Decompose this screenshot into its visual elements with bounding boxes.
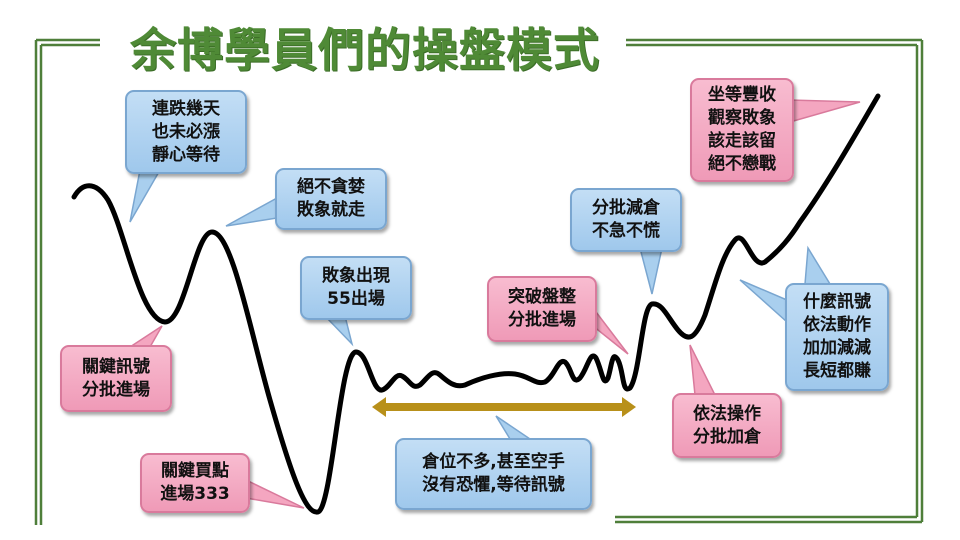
tail-c6 — [592, 305, 629, 355]
callout-line: 不急不慌 — [592, 221, 660, 241]
tail-c10-left — [739, 279, 788, 324]
page-title: 余博學員們的操盤模式 — [130, 23, 600, 77]
callout-line: 絕不戀戰 — [708, 154, 776, 174]
callout-line: 沒有恐懼,等待訊號 — [422, 475, 565, 495]
callout-line: 絕不貪婪 — [297, 177, 365, 197]
callout-line: 也未必漲 — [152, 121, 220, 142]
tail-c7 — [495, 415, 533, 440]
callout-line: 分批加倉 — [693, 426, 761, 447]
callout-line: 什麼訊號 — [803, 292, 871, 312]
callout-key-buy-point: 關鍵買點 進場333 — [140, 453, 250, 513]
callout-key-signal-entry: 關鍵訊號 分批進場 — [60, 345, 172, 412]
price-curve — [71, 93, 881, 515]
callout-follow-signals: 什麼訊號 依法動作 加加減減 長短都賺 — [785, 283, 889, 391]
tail-c10-top — [804, 245, 832, 285]
callout-line: 55出場 — [327, 289, 385, 309]
callout-rising-patience: 連跌幾天 也未必漲 靜心等待 — [125, 90, 247, 174]
tail-c4 — [127, 325, 163, 348]
callout-line: 分批減倉 — [592, 198, 660, 218]
callout-exit-signal: 敗象出現 55出場 — [300, 256, 412, 320]
tail-c9 — [789, 99, 861, 123]
callout-line: 倉位不多,甚至空手 — [422, 452, 565, 472]
callout-line: 突破盤整 — [508, 287, 576, 307]
callout-line: 敗象就走 — [297, 200, 365, 220]
callout-line: 依法操作 — [693, 403, 761, 424]
callout-line: 關鍵買點 — [161, 461, 229, 481]
tail-c1 — [129, 169, 162, 223]
callout-reduce-position: 分批減倉 不急不慌 — [570, 188, 682, 252]
callout-line: 靜心等待 — [152, 144, 220, 165]
holding-range-arrow — [372, 397, 636, 417]
callout-light-position: 倉位不多,甚至空手 沒有恐懼,等待訊號 — [395, 438, 592, 510]
callout-line: 進場333 — [160, 484, 230, 504]
callout-line: 分批進場 — [508, 310, 576, 330]
callout-line: 觀察敗象 — [708, 108, 776, 128]
tail-c11 — [689, 344, 717, 396]
callout-harvest: 坐等豐收 觀察敗象 該走該留 絕不戀戰 — [690, 78, 794, 182]
green-frame — [34, 38, 924, 525]
callout-line: 該走該留 — [708, 131, 776, 151]
tail-c3 — [323, 315, 354, 347]
callout-line: 長短都賺 — [803, 361, 871, 381]
tail-c2 — [225, 196, 278, 227]
tail-c8 — [639, 247, 663, 295]
callout-line: 坐等豐收 — [708, 85, 776, 105]
callout-line: 分批進場 — [82, 379, 150, 400]
callout-line: 敗象出現 — [322, 266, 390, 286]
callout-add-position: 依法操作 分批加倉 — [672, 393, 782, 458]
callout-line: 關鍵訊號 — [82, 356, 150, 377]
callout-breakout-entry: 突破盤整 分批進場 — [487, 276, 597, 342]
callout-tails — [127, 99, 861, 509]
callout-line: 連跌幾天 — [152, 98, 220, 119]
callout-line: 加加減減 — [803, 338, 871, 358]
callout-line: 依法動作 — [803, 315, 871, 335]
callout-no-greed: 絕不貪婪 敗象就走 — [275, 168, 387, 230]
